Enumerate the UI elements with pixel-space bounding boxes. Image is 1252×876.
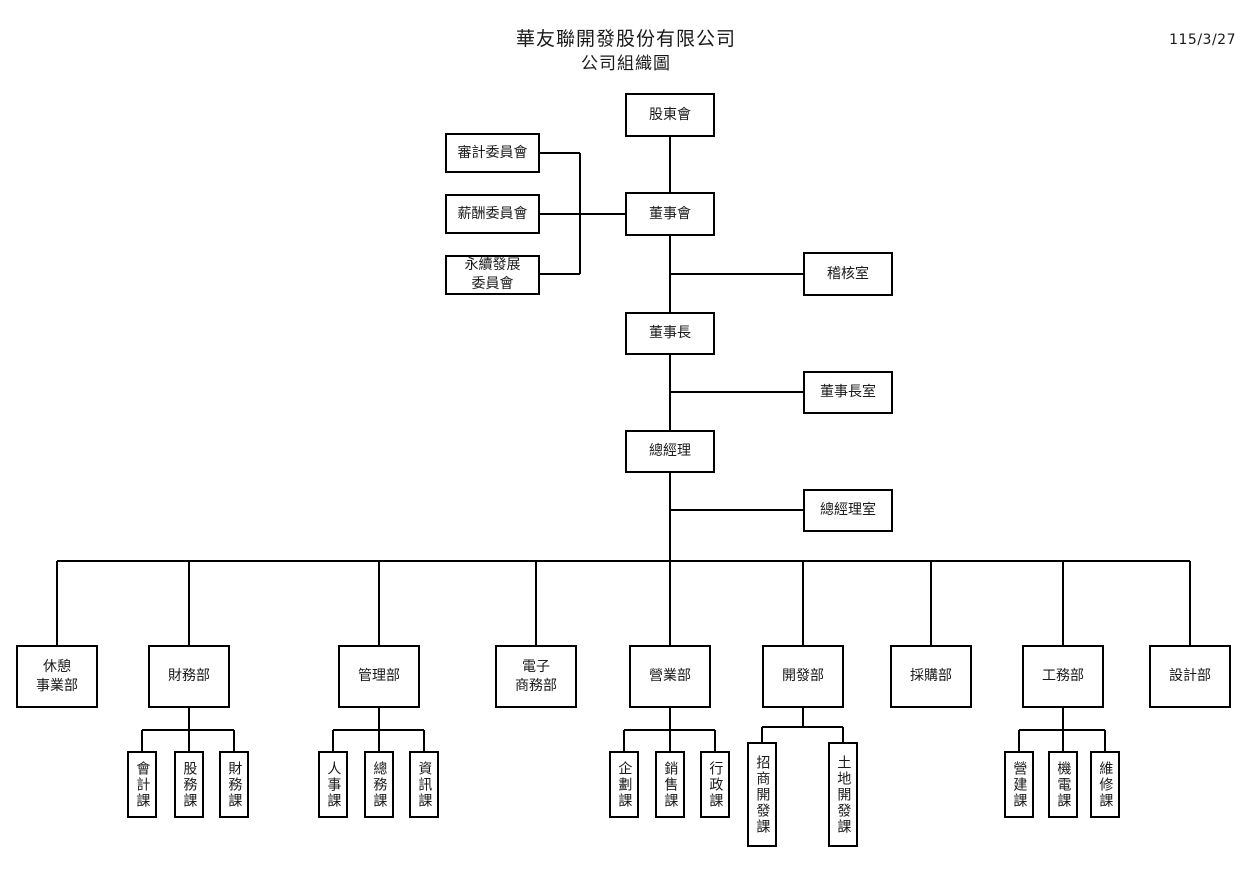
node-general-manager-office[interactable]: 總經理室 xyxy=(803,489,893,532)
node-label: 永續發展 委員會 xyxy=(464,257,521,292)
node-label: 財務部 xyxy=(168,668,210,684)
node-general-manager[interactable]: 總經理 xyxy=(625,430,715,473)
page-title: 公司組織圖 xyxy=(581,54,671,74)
node-label: 企劃課 xyxy=(616,760,633,809)
node-label: 營業部 xyxy=(649,668,691,684)
node-section-engineer-2[interactable]: 機電課 xyxy=(1048,751,1078,818)
node-label: 人事課 xyxy=(325,760,342,809)
node-label: 土地開發課 xyxy=(835,754,852,835)
node-section-developm-2[interactable]: 土地開發課 xyxy=(828,742,858,847)
node-label: 休憩 事業部 xyxy=(36,658,78,694)
document-date: 115/3/27 xyxy=(1169,32,1236,48)
node-section-sales-1[interactable]: 企劃課 xyxy=(609,751,639,818)
node-label: 招商開發課 xyxy=(754,754,771,835)
node-label: 資訊課 xyxy=(416,760,433,809)
node-label: 薪酬委員會 xyxy=(457,205,528,222)
node-label: 財務課 xyxy=(226,760,243,809)
node-label: 董事會 xyxy=(649,205,691,222)
node-department-design[interactable]: 設計部 xyxy=(1149,645,1231,708)
node-section-sales-3[interactable]: 行政課 xyxy=(700,751,730,818)
node-department-purchase[interactable]: 採購部 xyxy=(890,645,972,708)
node-audit-office[interactable]: 稽核室 xyxy=(803,252,893,296)
node-label: 開發部 xyxy=(782,668,824,684)
node-shareholders-meeting[interactable]: 股東會 xyxy=(625,93,715,137)
node-label: 會計課 xyxy=(134,760,151,809)
node-label: 總經理室 xyxy=(820,502,876,518)
node-label: 股東會 xyxy=(649,106,691,123)
node-label: 稽核室 xyxy=(827,265,869,282)
node-label: 營建課 xyxy=(1011,760,1028,809)
node-board-of-directors[interactable]: 董事會 xyxy=(625,192,715,236)
node-audit-committee[interactable]: 審計委員會 xyxy=(445,133,540,173)
node-label: 電子 商務部 xyxy=(515,658,557,694)
node-label: 總經理 xyxy=(649,443,691,459)
node-label: 審計委員會 xyxy=(457,144,528,161)
node-section-admin-3[interactable]: 資訊課 xyxy=(409,751,439,818)
node-sustainability-committee[interactable]: 永續發展 委員會 xyxy=(445,255,540,295)
node-department-ecommerce[interactable]: 電子 商務部 xyxy=(495,645,577,708)
node-label: 董事長室 xyxy=(820,384,876,400)
node-section-finance-1[interactable]: 會計課 xyxy=(127,751,157,818)
node-label: 維修課 xyxy=(1097,760,1114,809)
node-label: 董事長 xyxy=(649,325,691,341)
node-department-leisure[interactable]: 休憩 事業部 xyxy=(16,645,98,708)
chart-title-block: 華友聯開發股份有限公司 公司組織圖 xyxy=(426,26,826,77)
node-label: 機電課 xyxy=(1055,760,1072,809)
node-compensation-committee[interactable]: 薪酬委員會 xyxy=(445,194,540,234)
node-department-sales[interactable]: 營業部 xyxy=(629,645,711,708)
node-department-engineer[interactable]: 工務部 xyxy=(1022,645,1104,708)
node-section-sales-2[interactable]: 銷售課 xyxy=(655,751,685,818)
company-name: 華友聯開發股份有限公司 xyxy=(515,28,736,50)
node-department-finance[interactable]: 財務部 xyxy=(148,645,230,708)
node-label: 採購部 xyxy=(910,668,952,684)
node-label: 工務部 xyxy=(1042,668,1084,684)
node-label: 管理部 xyxy=(358,668,400,684)
node-label: 行政課 xyxy=(707,760,724,809)
node-section-developm-1[interactable]: 招商開發課 xyxy=(747,742,777,847)
node-label: 設計部 xyxy=(1169,668,1211,684)
node-section-admin-2[interactable]: 總務課 xyxy=(364,751,394,818)
node-chairman-office[interactable]: 董事長室 xyxy=(803,371,893,414)
node-section-engineer-1[interactable]: 營建課 xyxy=(1004,751,1034,818)
node-section-finance-3[interactable]: 財務課 xyxy=(219,751,249,818)
node-section-engineer-3[interactable]: 維修課 xyxy=(1090,751,1120,818)
node-department-admin[interactable]: 管理部 xyxy=(338,645,420,708)
node-label: 股務課 xyxy=(181,760,198,809)
node-label: 總務課 xyxy=(371,760,388,809)
node-department-developm[interactable]: 開發部 xyxy=(762,645,844,708)
node-section-admin-1[interactable]: 人事課 xyxy=(318,751,348,818)
node-label: 銷售課 xyxy=(662,760,679,809)
node-section-finance-2[interactable]: 股務課 xyxy=(174,751,204,818)
node-chairman[interactable]: 董事長 xyxy=(625,312,715,355)
